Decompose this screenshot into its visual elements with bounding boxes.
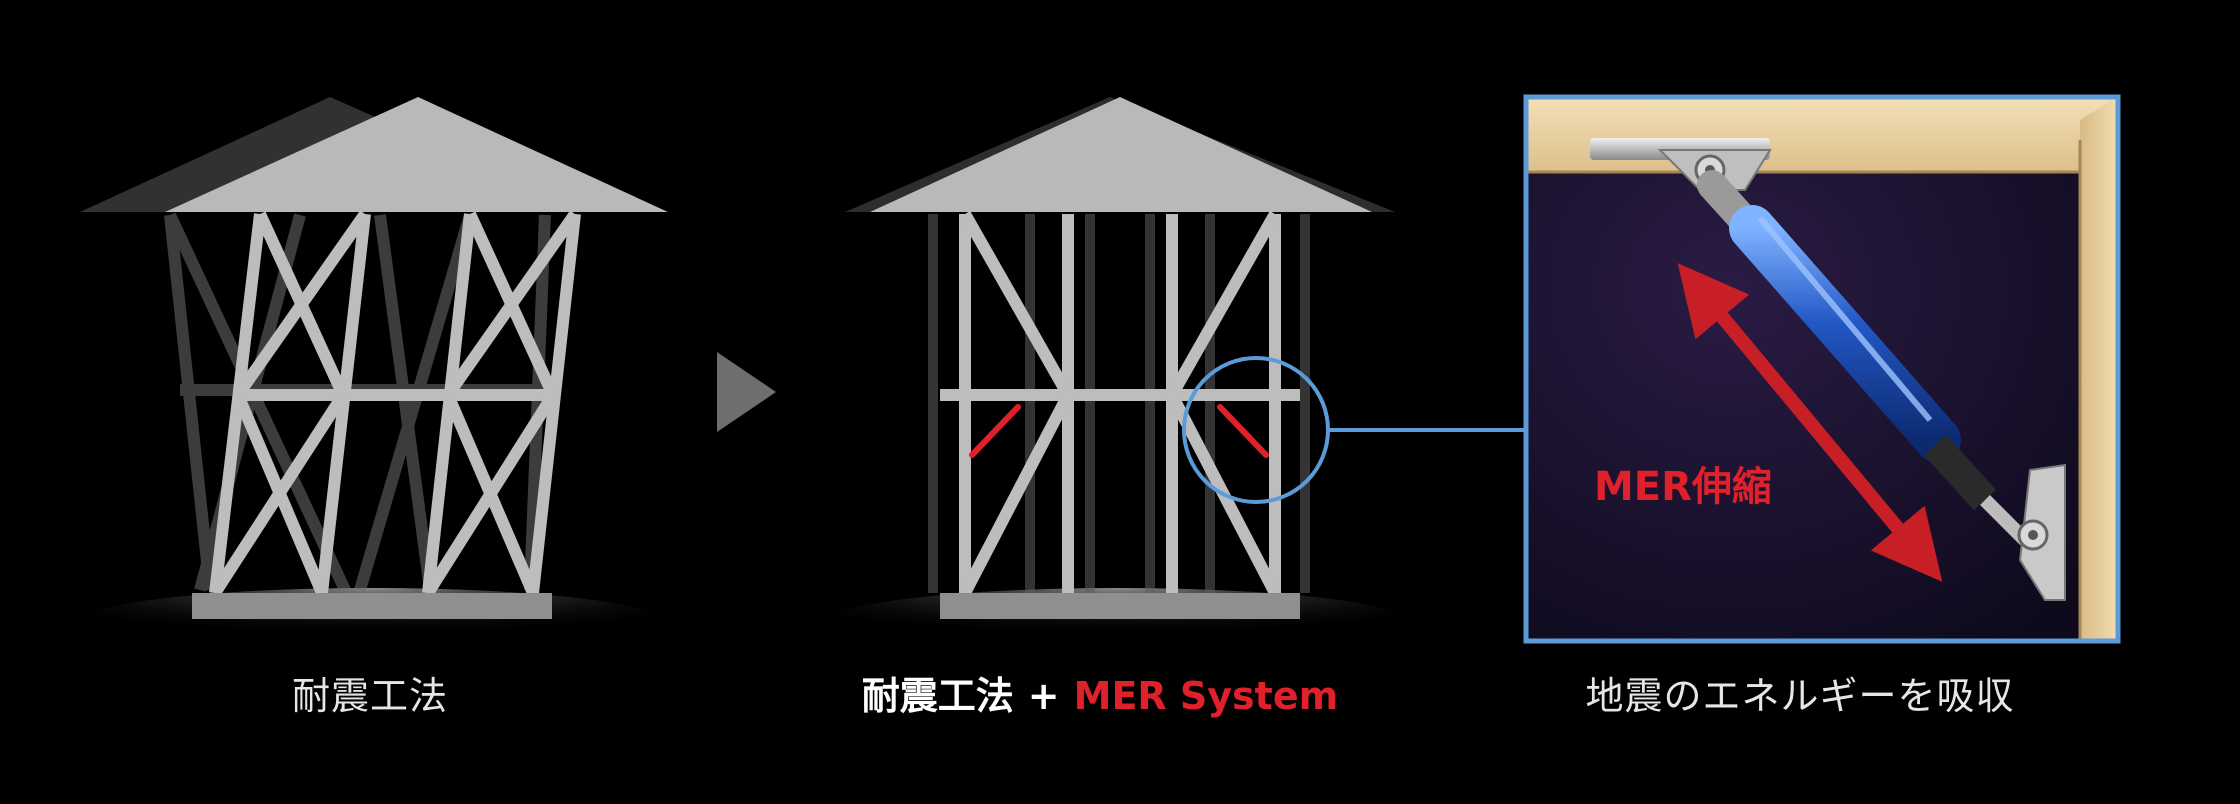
house-standard — [80, 97, 668, 656]
frame — [940, 211, 1300, 596]
wood-beam-right — [2080, 97, 2118, 641]
frame — [209, 210, 581, 597]
mer-damper-right — [1217, 404, 1269, 458]
mer-expansion-label: MER伸縮 — [1594, 464, 1772, 510]
wood-beam-top — [1526, 97, 2118, 172]
damper-photo: MER伸縮 — [1523, 94, 2121, 644]
zoom-callout — [1182, 356, 1526, 504]
panel-border — [1523, 94, 2121, 644]
caption-method-with-mer: 耐震工法 + MER System — [820, 668, 1380, 724]
foundation — [940, 593, 1300, 619]
caption-plus: + — [1027, 674, 1060, 718]
play-triangle-icon — [717, 352, 776, 432]
caption-standard-method: 耐震工法 — [291, 674, 448, 718]
mer-dampers — [969, 404, 1269, 458]
frame-ghost — [928, 214, 1310, 593]
caption-mer-system: MER System — [1073, 674, 1339, 718]
house-with-mer — [828, 97, 1408, 656]
roof — [870, 97, 1372, 212]
roof — [165, 97, 668, 212]
foundation — [192, 593, 552, 619]
expansion-arrow — [1677, 263, 1943, 582]
caption-energy-absorption: 地震のエネルギーを吸収 — [1585, 674, 2015, 718]
mer-damper-left — [969, 404, 1021, 458]
lower-bracket — [2017, 463, 2066, 601]
caption-base-method: 耐震工法 — [861, 674, 1014, 718]
